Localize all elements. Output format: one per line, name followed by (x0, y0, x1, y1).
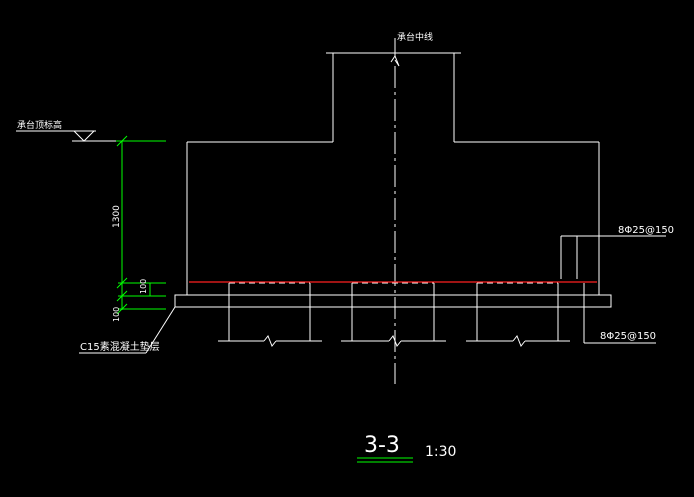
pile-middle (341, 282, 446, 347)
centerline-label: 承台中线 (397, 31, 433, 43)
pile-right (466, 282, 570, 347)
pile-cap-outline (186, 141, 600, 295)
cushion-layer (174, 294, 612, 308)
cushion-leader (79, 306, 176, 354)
section-scale: 1:30 (425, 444, 456, 460)
elevation-symbol (16, 130, 116, 142)
centerline (390, 38, 400, 384)
top-elevation-label: 承台顶标高 (17, 119, 62, 131)
dim-cushion-label: 100 (112, 307, 121, 322)
cushion-label: C15素混凝土垫层 (80, 340, 160, 353)
dim-height-label: 1300 (112, 205, 122, 228)
dim-cover-label: 100 (139, 279, 148, 294)
pier-outline (326, 52, 461, 142)
pile-left (218, 282, 322, 347)
dimension-lines (116, 135, 166, 315)
rebar-top-label: 8Φ25@150 (618, 225, 674, 236)
rebar-leader-top (560, 235, 666, 279)
rebar-leader-bottom (583, 283, 656, 344)
rebar-bottom-label: 8Φ25@150 (600, 331, 656, 342)
section-title: 3-3 (364, 433, 400, 458)
